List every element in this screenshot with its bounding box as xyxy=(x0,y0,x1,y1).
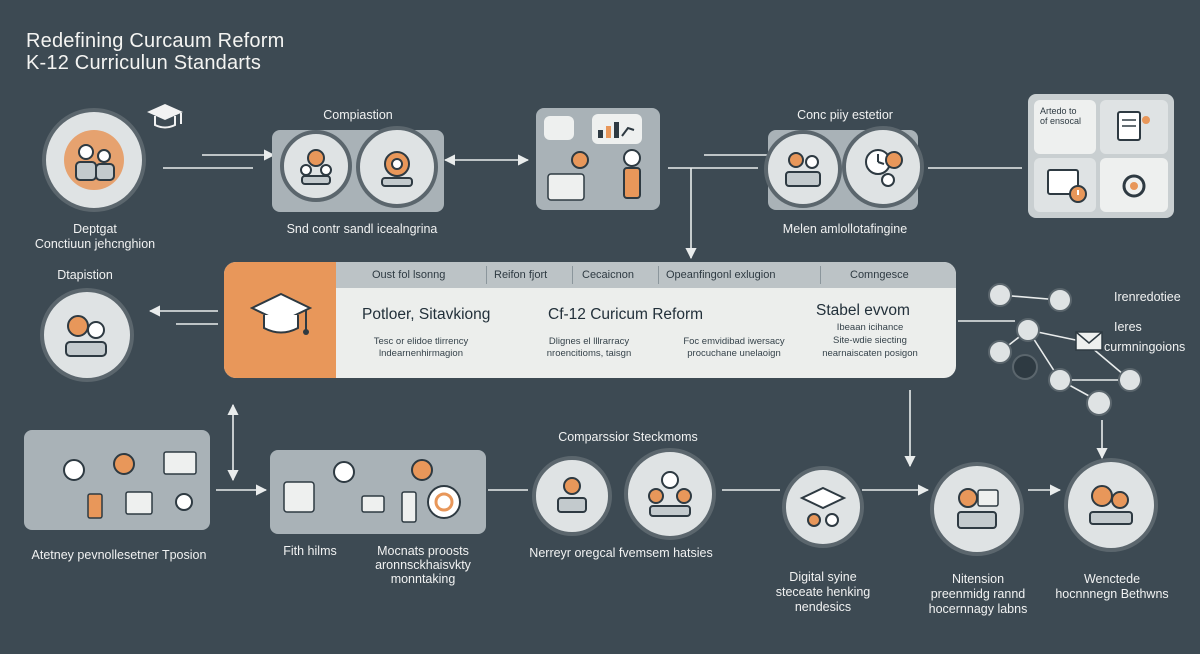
cluster-node-4[interactable] xyxy=(1012,354,1038,380)
bottom-node4-heading: Comparssior Steckmoms xyxy=(558,430,698,444)
node4-heading: Conc piiy estetior xyxy=(797,108,893,122)
banner-tab-2[interactable]: Reifon fjort xyxy=(494,269,548,281)
bottom-node3-label-2: aronnsckhaisvkty xyxy=(375,558,471,572)
bottom-node1-panel[interactable] xyxy=(24,430,210,530)
banner-headline-left: Potloer, Sitavkiong xyxy=(362,306,491,323)
node2-circle-b[interactable] xyxy=(356,126,438,208)
banner-sub-mid2-1: Foc emvidibad iwersacy xyxy=(683,336,785,347)
node2-label: Snd contr sandl icealngrina xyxy=(286,222,438,236)
banner-sub-right-3: nearnaiscaten posigon xyxy=(822,348,918,359)
bottom-node3-label-1: Mocnats proosts xyxy=(377,544,469,558)
people-icon xyxy=(957,488,999,529)
banner-tab-1[interactable]: Oust fol lsonng xyxy=(372,269,446,281)
banner-headline-right: Stabel evvom xyxy=(816,302,910,319)
banner-tab-5[interactable]: Comngesce xyxy=(850,269,909,281)
gear-icon xyxy=(1122,174,1146,198)
document-icon xyxy=(1117,111,1150,141)
banner-headline-mid: Cf-12 Curicum Reform xyxy=(548,306,704,323)
node1-label-line2: Conctiuun jehcnghion xyxy=(34,237,156,251)
bottom-node5-label-1: Digital syine xyxy=(789,570,857,584)
node3-panel[interactable] xyxy=(536,108,660,210)
left-node-label: Dtapistion xyxy=(57,268,113,282)
node4-circle-b[interactable] xyxy=(842,126,924,208)
banner-tab-4[interactable]: Opeanfingonl exlugion xyxy=(666,269,776,281)
target-icon xyxy=(283,459,461,523)
people-icon xyxy=(63,451,197,519)
cluster-node-5[interactable] xyxy=(1048,288,1072,312)
people-icon xyxy=(1089,485,1133,525)
bottom-node6-label-3: hocernnagy labns xyxy=(928,602,1028,616)
people-icon xyxy=(65,315,107,357)
bottom-node4-circle-b[interactable] xyxy=(624,448,716,540)
warning-icon xyxy=(1047,169,1087,203)
cluster-node-8[interactable] xyxy=(1118,368,1142,392)
gear-icon xyxy=(381,151,413,187)
graduation-cap-icon xyxy=(250,292,312,335)
people-icon xyxy=(547,149,641,201)
bottom-node5-label-2: steceate henking xyxy=(775,585,871,599)
bottom-node3-label-3: monntaking xyxy=(390,572,456,586)
node4-circle-a[interactable] xyxy=(764,130,842,208)
node5-grid-panel[interactable]: Artedo to of ensocal xyxy=(1028,94,1174,218)
banner-tab-bar: Oust fol lsonng Reifon fjort Cecaicnon O… xyxy=(336,262,956,288)
clock-icon xyxy=(865,149,903,187)
bottom-node6-label-1: Nitension xyxy=(951,572,1005,586)
node2-heading: Compiastion xyxy=(323,108,393,122)
node1-label-line1: Deptgat xyxy=(73,222,117,236)
people-icon xyxy=(64,130,124,190)
graduation-cap-icon xyxy=(799,486,847,527)
cluster-node-2[interactable] xyxy=(1016,318,1040,342)
bottom-node1-label: Atetney pevnollesetner Tposion xyxy=(31,548,207,562)
bottom-node7-circle[interactable] xyxy=(1064,458,1158,552)
bottom-node5-label-3: nendesics xyxy=(794,600,852,614)
banner-sub-mid2-2: procuchane unelaoign xyxy=(687,348,781,359)
people-icon xyxy=(300,149,332,185)
node2-circle-a[interactable] xyxy=(280,130,352,202)
banner-sub-mid-2: nroencitioms, taisgn xyxy=(546,348,632,359)
bottom-node4-circle-a[interactable] xyxy=(532,456,612,536)
cluster-node-6[interactable] xyxy=(1048,368,1072,392)
node-left[interactable] xyxy=(40,288,134,382)
node-curriculum-design[interactable] xyxy=(42,108,146,212)
central-banner[interactable]: Oust fol lsonng Reifon fjort Cecaicnon O… xyxy=(224,262,956,378)
banner-sub-right-2: Site-wdie siecting xyxy=(833,335,907,346)
cluster-label-3: curmningoions xyxy=(1104,340,1186,354)
graduation-cap-icon xyxy=(147,104,183,129)
cluster-label-1: Irenredotiee xyxy=(1114,290,1181,304)
node4-label: Melen amlollotafingine xyxy=(782,222,908,236)
bottom-node6-label-2: preenmidg rannd xyxy=(930,587,1026,601)
banner-sub-mid-1: Dlignes el lllrarracy xyxy=(548,336,630,347)
banner-sub-right-1: Ibeaan icihance xyxy=(836,322,904,333)
people-icon xyxy=(557,477,587,513)
node5-card-text-line2: of ensocal xyxy=(1040,116,1082,126)
banner-sub-left-1: Tesc or elidoe tlirrency xyxy=(373,336,469,347)
cluster-node-3[interactable] xyxy=(988,340,1012,364)
node5-card-text-line1: Artedo to xyxy=(1040,106,1077,116)
banner-tab-3[interactable]: Cecaicnon xyxy=(582,269,634,281)
cluster-label-2: Ieres xyxy=(1114,320,1142,334)
bottom-node7-label-1: Wenctede xyxy=(1083,572,1141,586)
people-icon xyxy=(785,152,821,187)
people-icon xyxy=(648,471,692,517)
chart-icon xyxy=(598,122,635,138)
diagram-title-line2: K-12 Curriculun Standarts xyxy=(26,52,262,74)
diagram-title-line1: Redefining Curcaum Reform xyxy=(26,30,285,52)
bottom-node5-circle[interactable] xyxy=(782,466,864,548)
banner-accent xyxy=(224,262,336,378)
banner-sub-left-2: lndearnenhirmagion xyxy=(379,348,463,359)
bottom-node2-panel[interactable] xyxy=(270,450,486,534)
envelope-icon xyxy=(1075,331,1103,351)
bottom-node4-label: Nerreyr oregcal fvemsem hatsies xyxy=(529,546,713,560)
bottom-node2-label: Fith hilms xyxy=(283,544,337,558)
bottom-node7-label-2: hocnnnegn Bethwns xyxy=(1055,587,1169,601)
bottom-node6-circle[interactable] xyxy=(930,462,1024,556)
cluster-node-7[interactable] xyxy=(1086,390,1112,416)
cluster-node-1[interactable] xyxy=(988,283,1012,307)
